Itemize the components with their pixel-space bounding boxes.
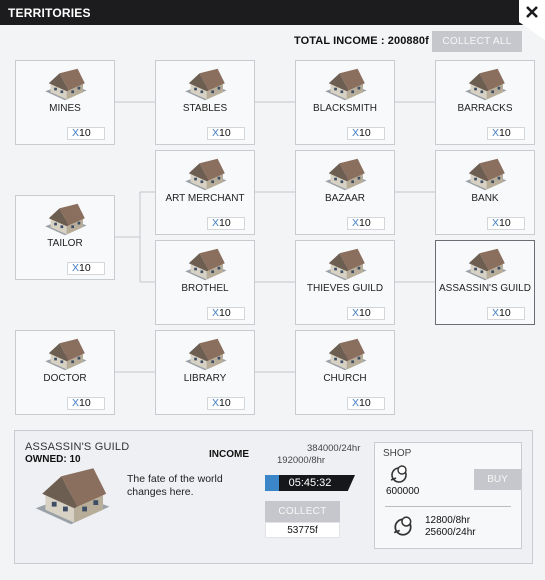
bazaar-building-icon — [316, 157, 374, 193]
territory-name: STABLES — [182, 103, 228, 114]
buy-button[interactable]: BUY — [474, 469, 521, 490]
income-rate-8hr: 192000/8hr — [277, 455, 326, 466]
collect-amount: 53775f — [265, 522, 340, 538]
territory-count: X10 — [207, 307, 245, 320]
church-building-icon — [316, 337, 374, 373]
territory-bazaar[interactable]: BAZAAR X10 — [295, 150, 395, 235]
territory-church[interactable]: CHURCH X10 — [295, 330, 395, 415]
territory-count: X10 — [487, 217, 525, 230]
stables-building-icon — [176, 67, 234, 103]
mines-building-icon — [36, 67, 94, 103]
territory-thieves-guild[interactable]: THIEVES GUILD X10 — [295, 240, 395, 325]
territory-count: X10 — [487, 307, 525, 320]
territory-detail-panel: ASSASSIN'S GUILD OWNED: 10 The fate of t… — [14, 430, 533, 564]
territory-count: X10 — [347, 307, 385, 320]
territory-blacksmith[interactable]: BLACKSMITH X10 — [295, 60, 395, 145]
income-timer: 05:45:32 — [265, 475, 355, 491]
territory-art-merchant[interactable]: ART MERCHANT X10 — [155, 150, 255, 235]
close-icon — [526, 6, 538, 18]
territory-count: X10 — [67, 127, 105, 140]
income-progress-fill — [265, 475, 280, 491]
territory-tailor[interactable]: TAILOR X10 — [15, 195, 115, 280]
territory-name: BAZAAR — [324, 193, 365, 204]
territory-name: DOCTOR — [43, 373, 87, 384]
collect-button[interactable]: COLLECT — [265, 501, 340, 522]
territory-name: LIBRARY — [183, 373, 227, 384]
shop-divider — [385, 506, 511, 507]
territory-barracks[interactable]: BARRACKS X10 — [435, 60, 535, 145]
shop-rate-8hr: 12800/8hr — [425, 515, 471, 526]
territory-connectors — [115, 101, 435, 373]
tailor-building-icon — [36, 202, 94, 238]
shop-label: SHOP — [383, 448, 412, 459]
window-title: TERRITORIES — [8, 6, 91, 20]
assassins-guild-building-icon — [456, 247, 514, 283]
territory-count: X10 — [207, 397, 245, 410]
assassins-guild-large-icon — [23, 463, 119, 531]
territory-count: X10 — [347, 217, 385, 230]
coin-purse-icon — [387, 464, 411, 484]
territory-doctor[interactable]: DOCTOR X10 — [15, 330, 115, 415]
territory-assassins-guild[interactable]: ASSASSIN'S GUILD X10 — [435, 240, 535, 325]
territory-name: MINES — [49, 103, 81, 114]
detail-owned: OWNED: 10 — [25, 454, 81, 465]
income-label: INCOME — [209, 449, 249, 460]
shop-price: 600000 — [386, 486, 420, 497]
territory-count: X10 — [347, 127, 385, 140]
territory-count: X10 — [67, 262, 105, 275]
territory-name: ASSASSIN'S GUILD — [439, 283, 531, 294]
territory-name: BARRACKS — [457, 103, 513, 114]
territory-name: BROTHEL — [181, 283, 229, 294]
income-upgrade-icon — [389, 515, 417, 537]
total-income: TOTAL INCOME : 200880f — [294, 35, 429, 47]
collect-all-button[interactable]: COLLECT ALL — [432, 31, 522, 52]
territory-bank[interactable]: BANK X10 — [435, 150, 535, 235]
blacksmith-building-icon — [316, 67, 374, 103]
shop-rate-24hr: 25600/24hr — [425, 527, 476, 538]
territory-stables[interactable]: STABLES X10 — [155, 60, 255, 145]
library-building-icon — [176, 337, 234, 373]
territory-count: X10 — [207, 127, 245, 140]
brothel-building-icon — [176, 247, 234, 283]
bank-building-icon — [456, 157, 514, 193]
barracks-building-icon — [456, 67, 514, 103]
territory-name: THIEVES GUILD — [306, 283, 384, 294]
total-income-value: 200880f — [387, 35, 429, 47]
income-timer-text: 05:45:32 — [288, 477, 332, 489]
territory-count: X10 — [347, 397, 385, 410]
art-merchant-building-icon — [176, 157, 234, 193]
total-income-label: TOTAL INCOME : — [294, 35, 388, 47]
territory-name: BANK — [471, 193, 499, 204]
territory-brothel[interactable]: BROTHEL X10 — [155, 240, 255, 325]
income-rate-24hr: 384000/24hr — [307, 443, 361, 454]
shop-box: SHOP 600000 BUY 12800/8hr 25600/24hr — [374, 442, 522, 549]
territory-name: CHURCH — [323, 373, 367, 384]
detail-title: ASSASSIN'S GUILD — [25, 441, 130, 453]
territory-library[interactable]: LIBRARY X10 — [155, 330, 255, 415]
doctor-building-icon — [36, 337, 94, 373]
territory-count: X10 — [67, 397, 105, 410]
window-title-bar: TERRITORIES — [0, 0, 545, 25]
territory-name: BLACKSMITH — [313, 103, 377, 114]
territory-name: ART MERCHANT — [165, 193, 245, 204]
thieves-guild-building-icon — [316, 247, 374, 283]
territory-name: TAILOR — [47, 238, 83, 249]
territory-count: X10 — [487, 127, 525, 140]
territory-count: X10 — [207, 217, 245, 230]
detail-description: The fate of the world changes here. — [127, 473, 223, 498]
territory-mines[interactable]: MINES X10 — [15, 60, 115, 145]
